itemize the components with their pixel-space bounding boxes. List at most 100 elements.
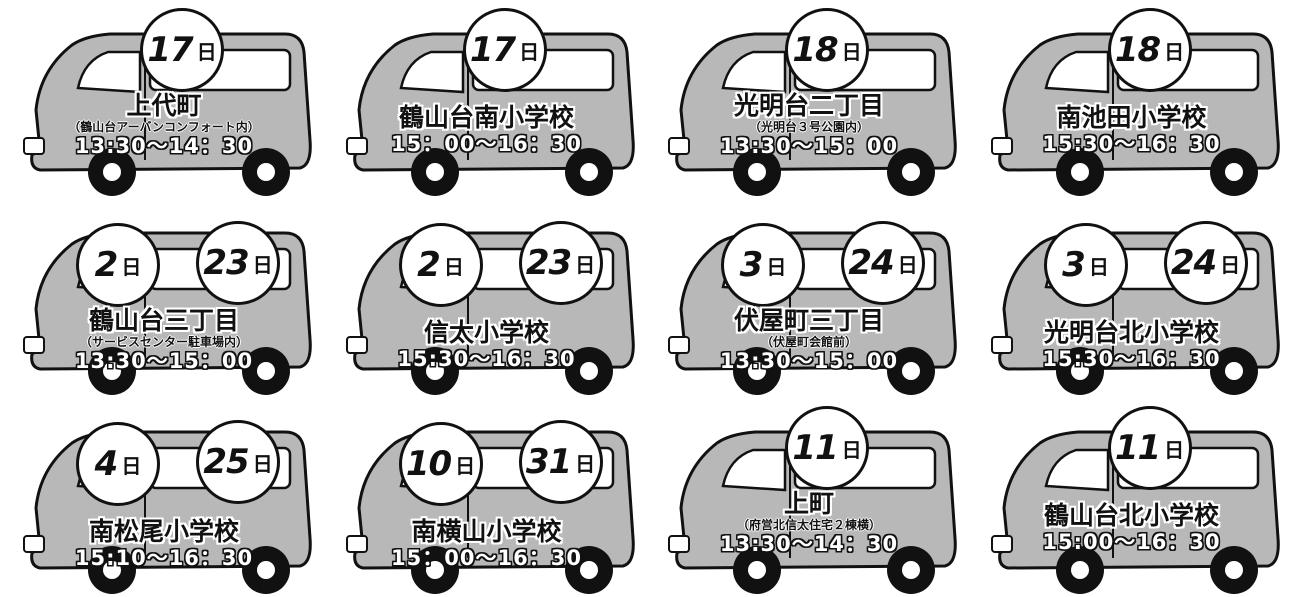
stop-time: 15：00～16：30 xyxy=(391,132,582,156)
van-front-window xyxy=(721,50,787,94)
van-headlight xyxy=(345,336,368,354)
stop-time: 15:00～16：30 xyxy=(1042,530,1221,554)
van-headlight xyxy=(345,535,368,553)
wheel-hub xyxy=(103,163,121,181)
day-unit: 日 xyxy=(252,252,273,277)
stop-time: 13:30～14：30 xyxy=(719,532,899,556)
stop-time: 15:30～16：30 xyxy=(1042,132,1221,156)
day-unit: 日 xyxy=(196,39,217,64)
wheel-hub xyxy=(902,163,920,181)
date-number: 18 xyxy=(1114,30,1161,70)
stop-place-name: 南横山小学校 xyxy=(411,517,562,546)
stop-place-name: 鶴山台三丁目 xyxy=(88,306,239,335)
van-front-window xyxy=(1043,50,1109,94)
date-number: 23 xyxy=(525,243,572,283)
day-unit: 日 xyxy=(1164,39,1185,64)
date-number: 2 xyxy=(94,245,119,285)
date-number: 17 xyxy=(147,30,193,70)
day-unit: 日 xyxy=(519,39,540,64)
wheel-hub xyxy=(902,362,920,380)
wheel-hub xyxy=(425,561,444,579)
stop-time: 15:30～16：30 xyxy=(1042,347,1221,371)
day-unit: 日 xyxy=(121,453,142,478)
stop-info: 光明台二丁目（光明台３号公園内）13:30～15：00 xyxy=(659,92,959,159)
van-headlight xyxy=(23,535,45,553)
stop-info: 鶴山台三丁目（サービスセンター駐車場内）13:30～15：00 xyxy=(14,306,314,374)
wheel-hub xyxy=(425,362,444,380)
day-unit: 日 xyxy=(575,252,596,277)
stop-place-name: 伏屋町三丁目 xyxy=(733,306,884,335)
day-unit: 日 xyxy=(1220,252,1241,277)
day-unit: 日 xyxy=(841,39,862,64)
stop-place-name: 鶴山台北小学校 xyxy=(1043,501,1219,530)
stop-location-note: （伏屋町会館前） xyxy=(760,335,857,349)
date-number: 3 xyxy=(739,245,764,285)
wheel-hub xyxy=(257,362,275,380)
van-headlight xyxy=(990,535,1013,553)
day-unit: 日 xyxy=(455,453,476,478)
stop-info: 上町（府営北信太住宅２棟横）13:30～14：30 xyxy=(659,489,959,557)
day-unit: 日 xyxy=(252,451,273,476)
wheel-hub xyxy=(748,163,766,181)
wheel-hub xyxy=(579,163,598,181)
van-headlight xyxy=(990,137,1013,155)
van-headlight xyxy=(990,336,1013,354)
wheel-hub xyxy=(579,362,598,380)
wheel-hub xyxy=(902,561,920,579)
date-number: 11 xyxy=(792,428,838,468)
wheel-hub xyxy=(1070,362,1089,380)
date-number: 3 xyxy=(1062,245,1086,285)
date-number: 11 xyxy=(1114,428,1161,468)
day-unit: 日 xyxy=(766,254,787,279)
stop-place-name: 鶴山台南小学校 xyxy=(398,103,574,132)
day-unit: 日 xyxy=(121,254,142,279)
stop-place-name: 上町 xyxy=(783,489,834,518)
wheel-hub xyxy=(1224,163,1243,181)
stop-location-note: （サービスセンター駐車場内） xyxy=(79,335,248,349)
stop-place-name: 上代町 xyxy=(126,91,202,120)
stop-time: 13:30～14：30 xyxy=(74,134,254,158)
date-number: 25 xyxy=(203,442,249,482)
stop-time: 15:10～16：30 xyxy=(74,546,254,570)
date-number: 10 xyxy=(405,444,452,484)
date-number: 24 xyxy=(848,243,894,283)
day-unit: 日 xyxy=(897,252,918,277)
stop-time: 13:30～15：00 xyxy=(719,134,899,158)
wheel-hub xyxy=(1070,561,1089,579)
day-unit: 日 xyxy=(1164,437,1185,462)
wheel-hub xyxy=(1070,163,1089,181)
wheel-hub xyxy=(1224,362,1243,380)
day-unit: 日 xyxy=(841,437,862,462)
stop-location-note: （鶴山台アーバンコンフォート内） xyxy=(68,120,260,134)
van-headlight xyxy=(23,137,45,155)
stop-time: 15：00～16：30 xyxy=(391,546,582,570)
stop-place-name: 光明台北小学校 xyxy=(1043,318,1219,347)
